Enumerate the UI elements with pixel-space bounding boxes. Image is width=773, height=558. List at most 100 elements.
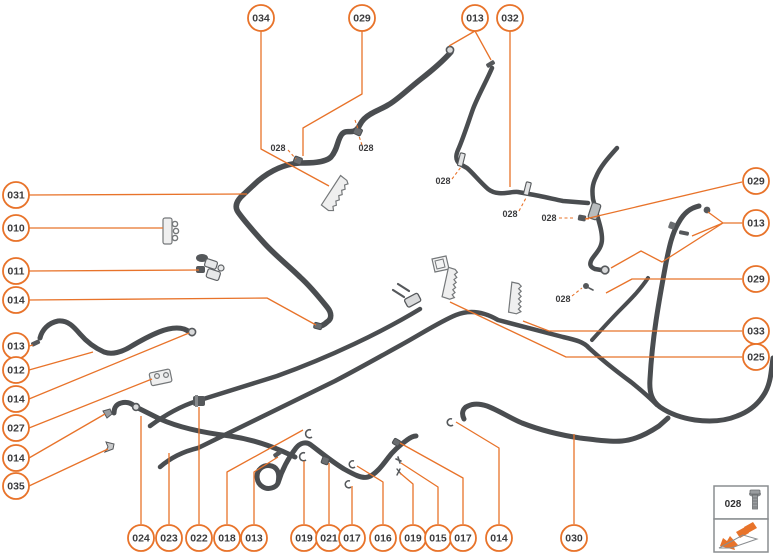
legend-part-label: 028: [725, 499, 742, 510]
callout-014: 014: [485, 524, 513, 552]
callout-032: 032: [496, 4, 524, 32]
clip-icon: [352, 126, 363, 137]
svg-text:033: 033: [747, 326, 765, 338]
svg-text:025: 025: [747, 352, 765, 364]
callout-017: 017: [449, 524, 477, 552]
svg-text:013: 013: [466, 13, 484, 25]
svg-text:017: 017: [343, 533, 361, 545]
connector-ring-icon: [187, 327, 197, 337]
svg-text:016: 016: [374, 533, 392, 545]
bolt-icon: [678, 230, 690, 236]
callout-024: 024: [127, 524, 155, 552]
svg-text:013: 013: [245, 533, 263, 545]
svg-text:034: 034: [252, 13, 270, 25]
clip-icon: [102, 408, 113, 419]
stub-fitting-icon: [486, 60, 495, 68]
callout-019: 019: [290, 524, 318, 552]
callout-031: 031: [2, 181, 30, 209]
clip-icon: [320, 456, 330, 466]
callout-layer: 034 029 013 032 031 010 011 014 013 012 014 027 014 0…: [2, 4, 770, 552]
svg-text:027: 027: [7, 423, 25, 435]
c-clip-icon: [298, 451, 307, 462]
quick-connector-icon: [391, 282, 422, 308]
hose-030: [460, 401, 671, 444]
callout-035: 035: [2, 472, 30, 500]
svg-text:032: 032: [501, 13, 519, 25]
bracket-010-icon: [162, 217, 180, 245]
callout-013: 013: [240, 524, 268, 552]
callout-014: 014: [2, 385, 30, 413]
clip-035-icon: [103, 441, 115, 453]
hose-center-right: [588, 145, 620, 273]
clip-icon: [391, 437, 401, 447]
clip-icon: [457, 152, 532, 196]
legend-box: 028: [713, 485, 769, 553]
nut-icon: [703, 206, 711, 214]
inline-part-label: 028: [358, 143, 373, 153]
bolt-legend-icon: [749, 489, 761, 510]
callout-029: 029: [348, 4, 376, 32]
callout-016: 016: [369, 524, 397, 552]
inline-part-label: 028: [555, 294, 570, 304]
callout-017: 017: [338, 524, 366, 552]
callout-013: 013: [742, 209, 770, 237]
callout-025: 025: [742, 343, 770, 371]
hose-right-loop: [647, 203, 773, 424]
direction-arrow-icon: [718, 522, 759, 550]
svg-text:024: 024: [132, 533, 150, 545]
pipe-mid-piece: [590, 276, 650, 342]
callout-022: 022: [185, 524, 213, 552]
valve-cluster-011-icon: [196, 254, 225, 281]
svg-text:019: 019: [295, 533, 313, 545]
callout-011: 011: [2, 257, 30, 285]
bracket-027-icon: [148, 368, 173, 387]
svg-text:019: 019: [404, 533, 422, 545]
callout-010: 010: [2, 214, 30, 242]
svg-text:029: 029: [353, 13, 371, 25]
clip-icon: [446, 418, 454, 427]
bracket-025-icon: [431, 255, 459, 300]
pipe-long-lower: [157, 309, 660, 470]
inline-part-label: 028: [541, 213, 556, 223]
part-layer: [31, 45, 711, 489]
svg-text:022: 022: [190, 533, 208, 545]
stub-fitting-icon: [273, 450, 282, 458]
hose-024: [111, 399, 298, 460]
c-clip-icon: [344, 480, 352, 489]
callout-013: 013: [461, 4, 489, 32]
stub-fitting-icon: [31, 339, 41, 347]
callout-034: 034: [247, 4, 275, 32]
junction-connector-icon: [577, 202, 602, 222]
svg-text:013: 013: [7, 341, 25, 353]
svg-text:011: 011: [8, 266, 25, 278]
svg-text:035: 035: [7, 481, 25, 493]
c-clip-icon: [348, 460, 356, 469]
callout-018: 018: [213, 524, 241, 552]
hose-012: [37, 318, 195, 356]
hose-layer: [37, 49, 773, 491]
callout-023: 023: [155, 524, 183, 552]
c-clip-icon: [304, 428, 313, 439]
pipe-long-upper: [147, 306, 423, 429]
svg-text:014: 014: [7, 453, 25, 465]
svg-text:018: 018: [218, 533, 236, 545]
grommet-022-icon: [193, 395, 205, 407]
svg-text:017: 017: [454, 533, 472, 545]
callout-027: 027: [2, 414, 30, 442]
connector-ring-icon: [445, 45, 455, 55]
callout-033: 033: [742, 317, 770, 345]
callout-012: 012: [2, 356, 30, 384]
callout-029: 029: [742, 167, 770, 195]
callout-015: 015: [424, 524, 452, 552]
hose-018: [254, 433, 419, 491]
inline-part-label: 028: [435, 176, 450, 186]
svg-text:010: 010: [7, 223, 25, 235]
svg-text:030: 030: [565, 533, 583, 545]
svg-text:012: 012: [7, 365, 25, 377]
bracket-034-icon: [320, 174, 349, 212]
svg-text:013: 013: [747, 218, 765, 230]
svg-text:031: 031: [7, 190, 25, 202]
svg-text:015: 015: [429, 533, 447, 545]
